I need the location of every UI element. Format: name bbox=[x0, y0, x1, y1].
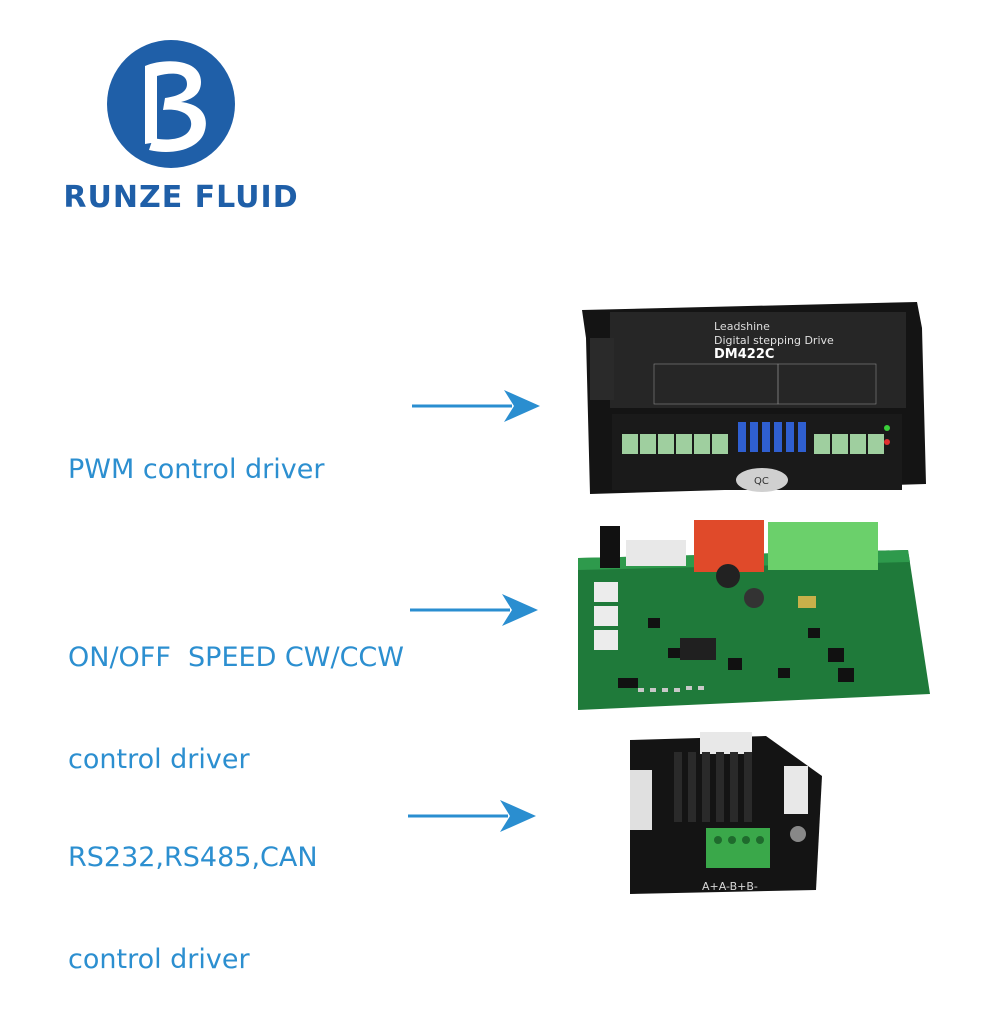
pcb-driver-image bbox=[578, 520, 930, 710]
arrow-right-icon bbox=[412, 390, 540, 422]
label-line: PWM control driver bbox=[68, 454, 325, 485]
driver-model-text: DM422C bbox=[714, 347, 774, 362]
label-onoff: ON/OFF SPEED CW/CCW control driver bbox=[68, 573, 404, 811]
qc-sticker-text: QC bbox=[754, 476, 769, 487]
label-line: ON/OFF SPEED CW/CCW bbox=[68, 642, 404, 673]
terminal-label-text: A+A-B+B- bbox=[702, 880, 758, 893]
label-rs232: RS232,RS485,CAN control driver bbox=[68, 773, 318, 1011]
driver-brand-text: Leadshine bbox=[714, 320, 770, 333]
brand-logo: RUNZE FLUID bbox=[50, 38, 310, 218]
label-line: control driver bbox=[68, 944, 250, 975]
stepper-driver-image: Leadshine Digital stepping Drive DM422C … bbox=[582, 302, 926, 494]
runze-logo-icon bbox=[107, 40, 235, 168]
brand-name: RUNZE FLUID bbox=[63, 180, 299, 215]
arrow-right-icon bbox=[410, 594, 538, 626]
arrow-right-icon bbox=[408, 800, 536, 832]
label-line: control driver bbox=[68, 744, 250, 775]
compact-driver-image: A+A-B+B- bbox=[630, 732, 822, 894]
label-line: RS232,RS485,CAN bbox=[68, 842, 318, 873]
driver-title-text: Digital stepping Drive bbox=[714, 334, 834, 347]
label-pwm: PWM control driver bbox=[68, 385, 324, 521]
